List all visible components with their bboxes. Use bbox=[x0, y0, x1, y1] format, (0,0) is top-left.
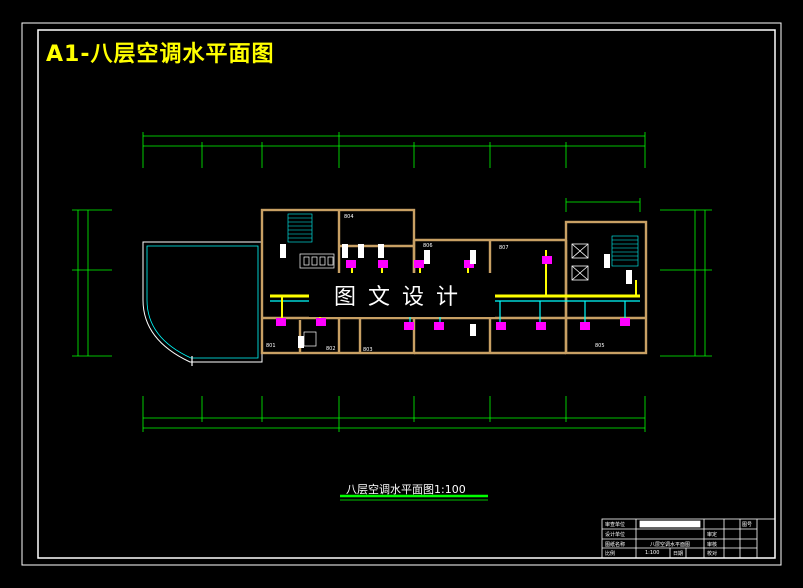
tb-drawing-no-label: 图号 bbox=[742, 522, 753, 528]
room-label-801: 801 bbox=[266, 343, 276, 349]
equipment-tags bbox=[280, 244, 632, 348]
room-label-803: 803 bbox=[363, 347, 373, 353]
stair-right bbox=[611, 235, 639, 267]
tb-drawing-name: 八层空调水平面图 bbox=[650, 542, 691, 548]
room-label-804: 804 bbox=[344, 214, 354, 220]
sheet-border bbox=[21, 22, 782, 566]
watermark: 图文设计 bbox=[309, 273, 495, 317]
fan-coil-units bbox=[276, 256, 630, 330]
toilet-fixtures bbox=[299, 253, 335, 347]
tb-scale: 1:100 bbox=[645, 550, 660, 556]
right-dimensions bbox=[565, 198, 712, 357]
annex-inner-outline bbox=[146, 245, 259, 359]
tb-drawing-name-label: 图纸名称 bbox=[605, 542, 626, 548]
room-label-806: 806 bbox=[423, 243, 433, 249]
room-label-805: 805 bbox=[595, 343, 605, 349]
left-dimensions bbox=[72, 209, 112, 357]
room-label-802: 802 bbox=[326, 346, 336, 352]
title-block bbox=[601, 518, 776, 559]
annex-outline bbox=[142, 241, 263, 363]
sheet-title: A1-八层空调水平面图 bbox=[46, 42, 275, 67]
tb-proof-label: 校对 bbox=[707, 551, 718, 557]
tb-design-unit: 设计单位 bbox=[605, 532, 626, 538]
tb-reviewer-unit: 审查单位 bbox=[605, 522, 626, 528]
drawing-frame bbox=[37, 29, 776, 559]
bottom-dimensions bbox=[142, 396, 646, 432]
tb-date-label: 日期 bbox=[673, 551, 684, 557]
top-dimensions bbox=[142, 132, 646, 168]
tb-check-label: 审核 bbox=[707, 542, 718, 548]
stair-left bbox=[287, 213, 313, 243]
room-label-807: 807 bbox=[499, 245, 509, 251]
tb-scale-label: 比例 bbox=[605, 551, 616, 557]
tb-approve-label: 审定 bbox=[707, 532, 718, 538]
elevator-shafts bbox=[571, 243, 589, 281]
drawing-caption: 八层空调水平面图1:100 bbox=[346, 483, 466, 496]
